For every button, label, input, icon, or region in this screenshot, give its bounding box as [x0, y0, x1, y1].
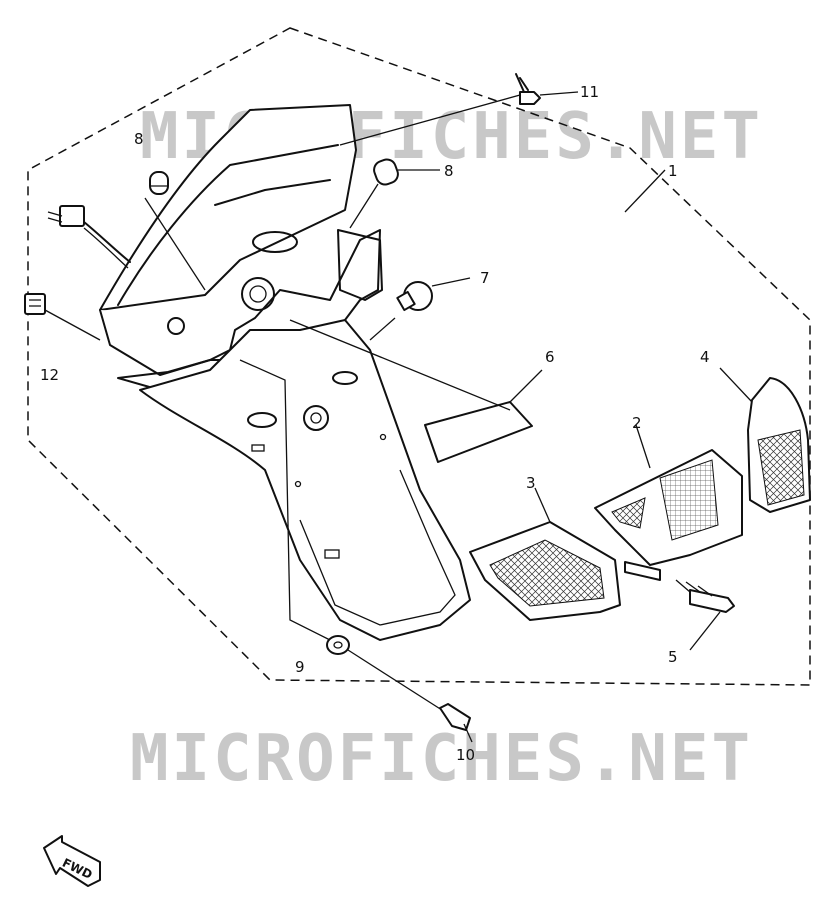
bolt-part-10: [439, 703, 473, 743]
callout-4: 4: [700, 348, 710, 366]
callout-1: 1: [668, 162, 678, 180]
callout-8-right: 8: [444, 162, 454, 180]
washer-part-9: [239, 359, 446, 713]
watermark-bottom: MICROFICHES.NET: [130, 722, 753, 796]
callout-3: 3: [526, 474, 536, 492]
bulb-part-7: [369, 277, 471, 341]
lens-part-4: [719, 367, 811, 513]
callout-6: 6: [545, 348, 555, 366]
callout-9: 9: [295, 658, 305, 676]
callout-11: 11: [580, 83, 599, 101]
clip-part-12: [24, 293, 101, 341]
screw-part-5: [675, 579, 735, 651]
screw-part-11: [339, 73, 579, 146]
callout-2: 2: [632, 414, 642, 432]
fwd-arrow-icon: FWD: [43, 835, 101, 887]
callout-labels: 1 2 3 4 5 6 7 8 8 9 10 11 12: [40, 83, 710, 764]
callout-7: 7: [480, 269, 490, 287]
rear-fender-housing: [99, 104, 471, 641]
wiring-connector: [47, 205, 131, 269]
reflector-part-6: [289, 319, 543, 463]
callout-5: 5: [668, 648, 678, 666]
callout-10: 10: [456, 746, 475, 764]
bulb-part-8-left: [144, 171, 206, 291]
callout-12: 12: [40, 366, 59, 384]
bulb-part-8-right: [349, 158, 440, 229]
lens-part-3: [469, 487, 621, 621]
lens-part-2: [594, 424, 743, 581]
callout-8-left: 8: [134, 130, 144, 148]
leader-part-1: [624, 169, 666, 213]
